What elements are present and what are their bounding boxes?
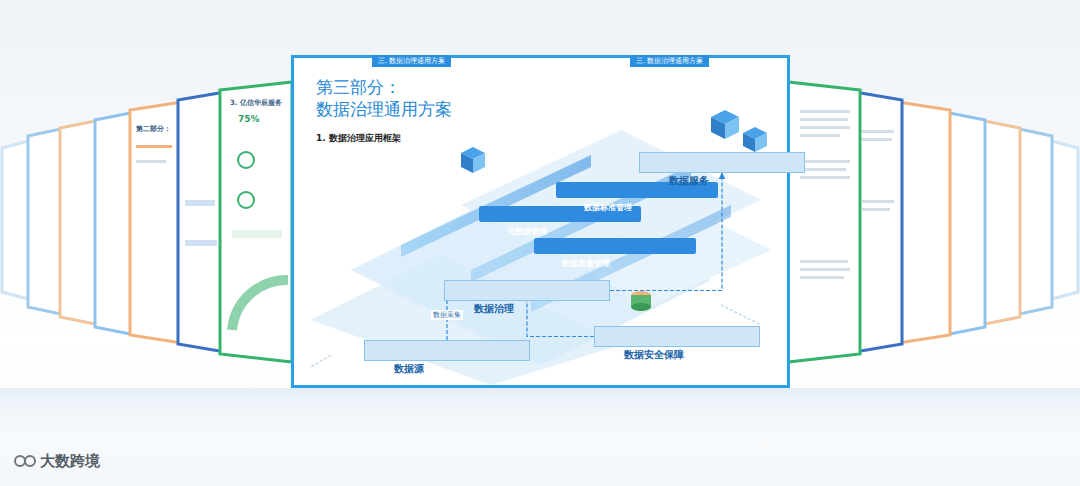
module-chip: 数据质量管理: [534, 238, 696, 254]
node-text: 数据质量管理: [562, 259, 712, 269]
section-tab: 三. 数据治理通用方案: [372, 55, 451, 67]
report-page: 第三部分： 数据治理通用方案 1. 数据治理应用框架数据治理 元数据管理 数据标准管理…: [291, 55, 790, 388]
node-text: 数据源: [394, 362, 544, 375]
connector-label: 数据采集: [431, 310, 463, 320]
section-heading: 1. 数据治理应用框架: [316, 132, 401, 145]
node-text: 数据标准管理: [584, 203, 734, 213]
page-title: 第三部分： 数据治理通用方案: [316, 76, 466, 120]
percent-figure: 75%: [238, 114, 260, 124]
node-text: 元数据管理: [507, 227, 657, 237]
region-label: 数据服务: [639, 152, 805, 173]
page-heading: 3. 亿信华辰服务: [230, 98, 282, 108]
region-label: 数据源: [364, 340, 530, 361]
connector: [527, 301, 594, 337]
region-label: 数据安全保障: [594, 326, 760, 347]
node-text: 数据服务: [669, 174, 819, 187]
brand-logo-text: 大数跨境: [40, 452, 100, 471]
region-label: 数据治理: [444, 280, 610, 301]
node-text: 数据治理: [474, 302, 624, 315]
section-tab: 三. 数据治理通用方案: [630, 55, 709, 67]
node-text: 数据安全保障: [624, 348, 774, 361]
page-heading: 第二部分：: [136, 124, 171, 134]
